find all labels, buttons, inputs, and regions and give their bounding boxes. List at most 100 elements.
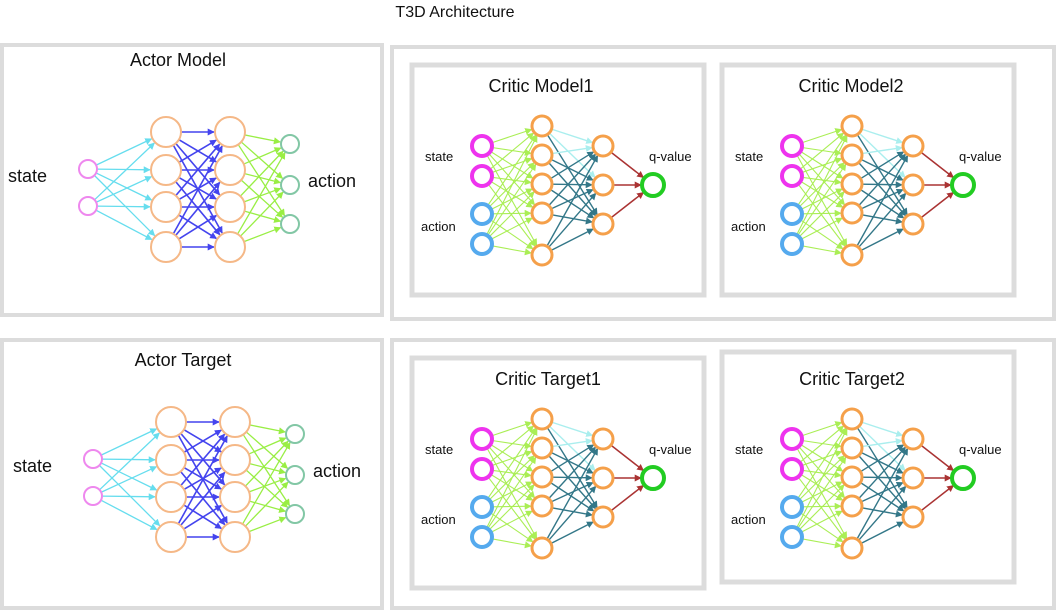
input-edge [797, 456, 847, 530]
hidden-node [214, 191, 246, 223]
hidden-node [901, 505, 925, 529]
state-node [83, 486, 103, 506]
critic-target1-title: Critic Target1 [495, 369, 601, 389]
q-value-edge [920, 191, 955, 219]
hidden-edge [548, 446, 597, 500]
hidden-node [840, 201, 864, 225]
action-node [285, 424, 305, 444]
q-value-edge [610, 484, 645, 512]
state-node [470, 457, 494, 481]
actor-target-state-label: state [13, 456, 52, 476]
critic-target2-state-label: state [735, 442, 763, 457]
action-node [780, 202, 804, 226]
input-edge [93, 174, 156, 237]
input-edge [801, 421, 843, 437]
input-edge [798, 484, 845, 531]
input-edge [798, 446, 846, 499]
actor-model-title: Actor Model [130, 50, 226, 70]
critic-model2-title: Critic Model2 [798, 76, 903, 96]
input-edge [800, 473, 844, 501]
q-value-edge [610, 151, 645, 179]
input-edge [95, 176, 153, 203]
critic-target2-action-label: action [731, 512, 766, 527]
output-edge [239, 150, 284, 197]
hidden-node [901, 134, 925, 158]
hidden-node [219, 521, 251, 553]
hidden-edge [548, 132, 596, 178]
action-node [470, 525, 494, 549]
input-edge [489, 132, 535, 171]
hidden-edge [861, 438, 903, 448]
critic-model1-q-value-label: q-value [649, 149, 692, 164]
q-value-edge [920, 444, 955, 472]
output-edge [244, 173, 281, 185]
input-edge [100, 462, 158, 491]
hidden-edge [548, 455, 597, 510]
output-edge [240, 179, 284, 218]
action-node [280, 134, 300, 154]
hidden-node [840, 407, 864, 431]
hidden-node [530, 201, 554, 225]
state-node [780, 134, 804, 158]
hidden-edge [550, 444, 595, 473]
hidden-edge [551, 507, 593, 518]
output-edge [249, 424, 286, 435]
hidden-node [840, 465, 864, 489]
hidden-node [219, 406, 251, 438]
input-edge [488, 153, 536, 206]
actor-model-network: Actor Model state action [8, 50, 356, 263]
hidden-edge [856, 447, 909, 540]
input-edge [797, 427, 847, 500]
input-edge [98, 464, 161, 527]
input-edge [489, 425, 535, 464]
input-edge [488, 484, 535, 531]
action-node [280, 175, 300, 195]
actor-target-action-label: action [313, 461, 361, 481]
state-node [78, 159, 98, 179]
output-edge [243, 226, 282, 243]
hidden-edge [859, 188, 905, 219]
hidden-node [530, 407, 554, 431]
input-edge [800, 443, 844, 472]
input-edge [489, 219, 534, 250]
critic-model2-action-label: action [731, 219, 766, 234]
q-value-edge [920, 484, 955, 512]
hidden-edge [174, 181, 221, 236]
hidden-edge [550, 481, 594, 503]
input-edge [799, 132, 845, 171]
hidden-edge [548, 425, 596, 471]
hidden-node [591, 173, 615, 197]
input-edge [799, 425, 845, 464]
input-edge [488, 191, 535, 238]
hidden-edge [549, 188, 595, 219]
hidden-edge [856, 154, 909, 247]
hidden-edge [551, 145, 593, 155]
output-edge [237, 144, 286, 217]
hidden-node [155, 481, 187, 513]
hidden-edge [860, 444, 905, 473]
hidden-node [214, 231, 246, 263]
hidden-node [150, 191, 182, 223]
action-node [780, 525, 804, 549]
state-node [470, 427, 494, 451]
hidden-edge [860, 521, 904, 545]
hidden-node [214, 154, 246, 186]
output-edge [236, 152, 286, 235]
input-edge [796, 135, 848, 236]
actor-target-title: Actor Target [135, 350, 232, 370]
action-node [285, 465, 305, 485]
actor-target-network: Actor Target state action [13, 350, 361, 553]
output-edge [248, 477, 287, 493]
input-edge [96, 203, 151, 211]
input-edge [491, 209, 532, 217]
hidden-edge [546, 154, 599, 247]
input-edge [801, 157, 843, 174]
hidden-node [840, 243, 864, 267]
action-node [780, 232, 804, 256]
hidden-edge [861, 421, 904, 437]
q-value-node [640, 465, 666, 491]
input-edge [94, 142, 155, 201]
action-node [780, 495, 804, 519]
output-edge [248, 437, 287, 455]
hidden-edge [549, 481, 595, 512]
